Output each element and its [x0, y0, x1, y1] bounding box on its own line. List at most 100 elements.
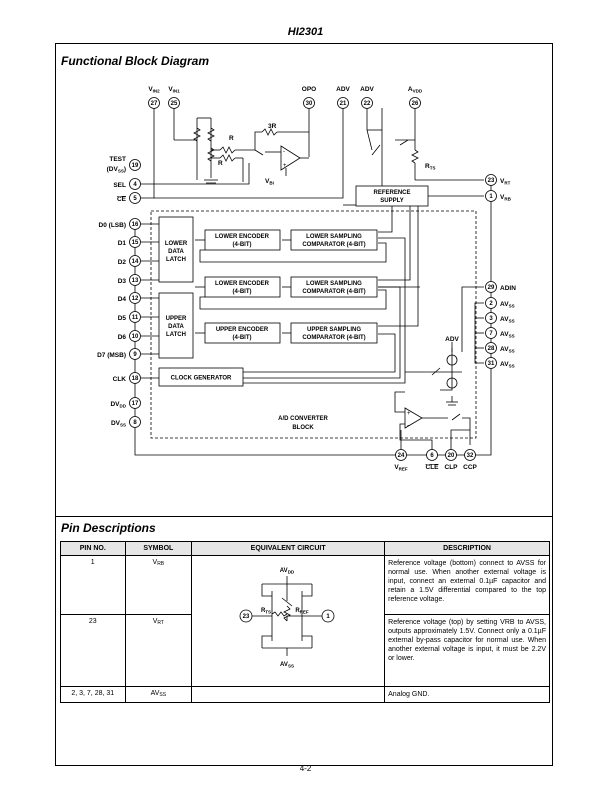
bottom-pin-label-clp: CLP [445, 464, 459, 471]
top-pin-label-opo: OPO [302, 86, 316, 93]
right-pin-label-avss-31: AVSS [500, 361, 515, 369]
enc2-l1: LOWER ENCODER [215, 281, 270, 287]
pin-num-10: 10 [132, 334, 139, 340]
equiv-pin-23: 23 [243, 614, 250, 620]
right-pin-label-vrt: VRT [500, 178, 511, 186]
left-pin-label-d3: D3 [118, 278, 127, 285]
resistor-label-3r: 3R [268, 123, 277, 130]
left-pin-label-sel: SEL [113, 182, 126, 189]
left-pin-label-d0: D0 (LSB) [99, 222, 126, 229]
svg-text:-: - [283, 149, 285, 155]
pin-num-16: 16 [132, 222, 139, 228]
resistor-label-r1: R [229, 135, 234, 142]
equiv-avss-label: AVSS [280, 662, 294, 669]
enc2-l2: (4-BIT) [233, 289, 252, 295]
bottom-pin-label-ccp: CCP [463, 464, 477, 471]
pin-num-11: 11 [132, 315, 139, 321]
lower-latch-l1: LOWER [165, 241, 188, 247]
left-pin-label-d1: D1 [118, 240, 127, 247]
symbol-cell: VRT [124, 613, 193, 688]
cmp1-l2: COMPARATOR (4-BIT) [302, 242, 365, 248]
enc1-l2: (4-BIT) [233, 242, 252, 248]
description-cell: Reference voltage (top) by setting VRB t… [384, 613, 550, 688]
resistor-label-r2: R [218, 160, 223, 167]
left-pin-label-d6: D6 [118, 334, 127, 341]
table-header-row: PIN NO. SYMBOL EQUIVALENT CIRCUIT DESCRI… [60, 541, 550, 556]
enc3-l1: UPPER ENCODER [216, 327, 269, 333]
enc3-l2: (4-BIT) [233, 335, 252, 341]
pin-num-5: 5 [133, 196, 137, 202]
pin-num-15: 15 [132, 240, 139, 246]
header-description: DESCRIPTION [384, 541, 550, 556]
left-pin-label-d7: D7 (MSB) [97, 352, 126, 359]
clock-generator-box [158, 367, 244, 387]
pin-num-22: 22 [364, 101, 371, 107]
top-pin-label-vin1: VIN1 [168, 86, 180, 94]
header-pin-no: PIN NO. [60, 541, 126, 556]
page-header: HI2301 [287, 26, 324, 38]
upper-latch-l2: DATA [168, 324, 184, 330]
pin-num-4: 4 [133, 182, 137, 188]
top-pin-label-adv2: ADV [360, 86, 374, 93]
adc-block-label-2: BLOCK [292, 425, 314, 431]
pin-num-32: 32 [467, 453, 474, 459]
equiv-rref-label: RREF [295, 608, 309, 615]
header-symbol: SYMBOL [124, 541, 193, 556]
equivalent-circuit-diagram: 23 1 AVDD AVSS RTS RREF [239, 568, 335, 669]
pin-num-20: 20 [448, 453, 455, 459]
bottom-pin-label-cle: CLE [426, 464, 440, 471]
page-number: 4-2 [299, 764, 312, 773]
right-pin-label-avss-7: AVSS [500, 331, 515, 339]
lower-latch-box [158, 216, 194, 283]
clock-generator-label: CLOCK GENERATOR [171, 376, 232, 382]
pin-num-24: 24 [398, 453, 405, 459]
pin-cell: 1 [60, 555, 126, 615]
pin-num-17: 17 [132, 401, 139, 407]
svg-text:+: + [407, 411, 411, 417]
description-cell: Reference voltage (bottom) connect to AV… [384, 555, 550, 615]
pin-num-3: 3 [489, 316, 493, 322]
top-pin-label-avdd: AVDD [408, 86, 423, 94]
pin-descriptions-title: Pin Descriptions [61, 521, 156, 535]
content-frame [55, 43, 553, 766]
pin-num-26: 26 [412, 101, 419, 107]
header-equivalent-circuit: EQUIVALENT CIRCUIT [191, 541, 386, 556]
pin-num-13: 13 [132, 278, 139, 284]
svg-text:+: + [283, 163, 287, 169]
left-pin-label-dvdd: DVDD [110, 401, 126, 409]
table-row: 23 VRT Reference voltage (top) by settin… [60, 613, 550, 688]
table-row: 2, 3, 7, 28, 31 AVSS Analog GND. [60, 686, 550, 703]
table-row: 1 VRB [60, 555, 550, 687]
pin-cell: 23 [60, 613, 126, 688]
equivalent-circuit-cell-empty [191, 686, 386, 703]
pin-num-25: 25 [171, 101, 178, 107]
vbi-label: VBI [265, 178, 274, 186]
pin-num-30: 30 [306, 101, 313, 107]
pin-num-27: 27 [151, 101, 158, 107]
enc1-l1: LOWER ENCODER [215, 234, 270, 240]
adc-block-outline [150, 210, 477, 439]
pin-num-12: 12 [132, 296, 139, 302]
left-pin-label-test: TEST [109, 156, 126, 163]
pin-num-9: 9 [133, 352, 137, 358]
upper-latch-box [158, 292, 194, 359]
pin-num-23: 23 [488, 178, 495, 184]
cmp2-l2: COMPARATOR (4-BIT) [302, 289, 365, 295]
left-pin-label-ce: CE [117, 196, 127, 203]
left-pin-label-d5: D5 [118, 315, 127, 322]
equiv-rts-label: RTS [261, 608, 271, 615]
upper-latch-l3: LATCH [166, 332, 186, 338]
symbol-cell: AVSS [124, 686, 193, 703]
pin-num-7: 7 [489, 331, 493, 337]
pin-num-1: 1 [489, 194, 493, 200]
pin-num-19: 19 [132, 163, 139, 169]
top-pin-label-vin2: VIN2 [148, 86, 160, 94]
right-pin-label-avss-3: AVSS [500, 316, 515, 324]
symbol-cell: VRB [124, 555, 193, 615]
equiv-avdd-label: AVDD [280, 568, 295, 575]
pin-num-2: 2 [489, 301, 493, 307]
pin-num-21: 21 [340, 101, 347, 107]
lower-latch-l3: LATCH [166, 257, 186, 263]
ref-supply-line1: REFERENCE [373, 190, 410, 196]
right-pin-label-avss-2: AVSS [500, 301, 515, 309]
